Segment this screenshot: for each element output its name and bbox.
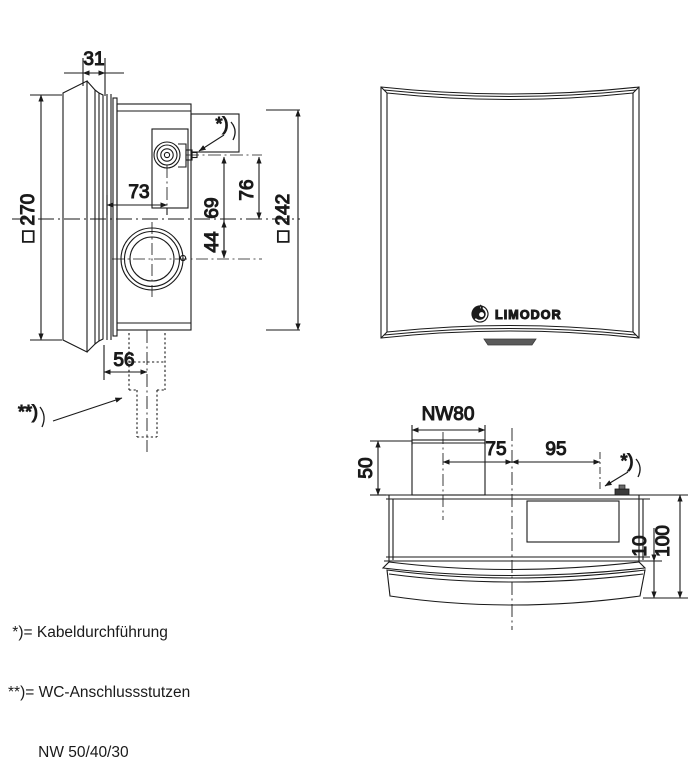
callout-cable-entry-left	[198, 121, 236, 152]
legend-line-wc-spigot: **)= WC-Anschlussstutzen	[8, 684, 191, 701]
dimension-label-10: 10	[630, 535, 651, 556]
dimension-label-50: 50	[356, 457, 377, 478]
frame-bars	[106, 94, 118, 340]
dimension-50	[370, 440, 412, 496]
dimension-label-242: □ 242	[273, 194, 294, 242]
view-front-panel	[380, 86, 640, 339]
dimension-56	[103, 345, 148, 380]
legend-line-cable-entry: *)= Kabeldurchführung	[8, 624, 168, 641]
drawing-svg: 31 □ 270 73 69 76 44	[12, 48, 688, 630]
dimension-label-95: 95	[545, 439, 566, 460]
dimension-nw80	[411, 425, 486, 445]
dimension-100	[643, 494, 688, 599]
view-side-section: 31 □ 270 73 69 76 44	[12, 48, 688, 630]
section-cover-profile	[381, 561, 647, 606]
dimension-label-73: 73	[128, 182, 149, 203]
callout-label-cable-entry-bottom: *)	[621, 451, 634, 471]
limodor-logo-icon	[471, 304, 489, 323]
dimension-label-44: 44	[202, 231, 223, 253]
dimension-label-270: □ 270	[18, 194, 39, 242]
wc-spigot-hidden	[128, 333, 166, 438]
callout-label-cable-entry-left: *)	[216, 114, 229, 134]
section-housing	[384, 494, 652, 562]
dimension-label-100: 100	[653, 525, 674, 557]
dimension-73	[106, 195, 168, 215]
dimension-label-56: 56	[113, 350, 134, 371]
dimension-10	[643, 528, 662, 599]
legend-line-nw-sizes: NW 50/40/30	[8, 744, 129, 761]
brand-wordmark: LIMODOR	[495, 308, 562, 322]
dimension-270	[30, 94, 62, 341]
dimension-label-76: 76	[237, 179, 258, 200]
technical-drawing-canvas: 31 □ 270 73 69 76 44	[12, 48, 688, 630]
cable-gland-icon	[153, 141, 198, 169]
dimension-label-nw80: NW80	[422, 404, 475, 425]
gland-block	[151, 113, 240, 209]
cover-plate-profile	[62, 80, 104, 353]
cable-entry-fitting	[614, 484, 630, 496]
dimension-label-31: 31	[83, 49, 104, 70]
legend-block: *)= Kabeldurchführung **)= WC-Anschlusss…	[8, 583, 190, 783]
housing-body	[116, 103, 192, 331]
callout-label-wc-spigot: **)	[18, 402, 38, 422]
callout-wc-spigot	[39, 397, 123, 428]
dimension-242	[266, 109, 301, 331]
dimension-31	[64, 58, 124, 96]
air-slot	[483, 338, 537, 346]
dimension-label-75: 75	[485, 439, 506, 460]
dimension-label-69: 69	[202, 197, 223, 218]
callout-cable-entry-bottom	[604, 458, 641, 487]
